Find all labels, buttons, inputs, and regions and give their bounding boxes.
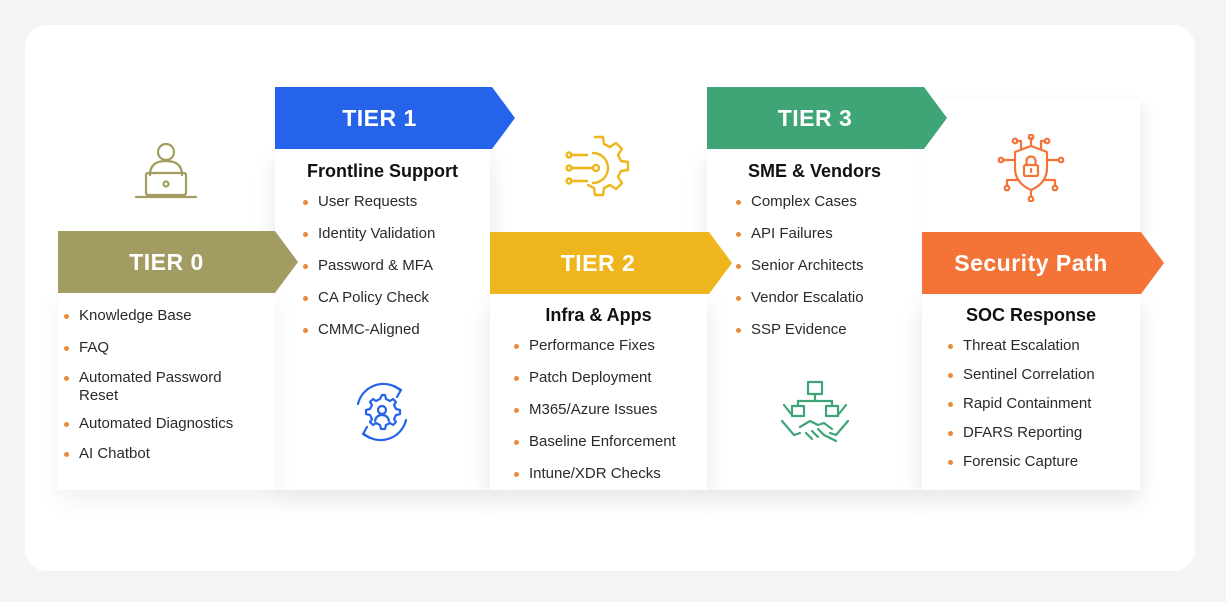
- list-item: CMMC-Aligned: [303, 321, 488, 339]
- list-item: Vendor Escalatio: [736, 289, 921, 307]
- handshake-network-icon: [780, 380, 850, 443]
- tier0-panel: [58, 292, 275, 490]
- tier3-list: Complex Cases API Failures Senior Archit…: [736, 193, 921, 339]
- list-item: Complex Cases: [736, 193, 921, 211]
- list-item: M365/Azure Issues: [514, 401, 704, 419]
- list-item: Patch Deployment: [514, 369, 704, 387]
- tier2-panel: [490, 294, 707, 490]
- list-item: Senior Architects: [736, 257, 921, 275]
- tier1-panel: [275, 150, 490, 490]
- list-item: Password & MFA: [303, 257, 488, 275]
- security-heading: SOC Response: [965, 305, 1097, 325]
- list-item: Baseline Enforcement: [514, 433, 704, 451]
- list-item: Sentinel Correlation: [948, 366, 1138, 384]
- security-banner: Security Path: [922, 232, 1164, 294]
- list-item: Automated Diagnostics: [64, 415, 264, 433]
- tier3-label: TIER 3: [777, 104, 853, 131]
- list-item: Threat Escalation: [948, 337, 1138, 355]
- list-item: Automated Password Reset: [64, 369, 244, 405]
- list-item: DFARS Reporting: [948, 424, 1138, 442]
- tier3-heading: SME & Vendors: [747, 161, 882, 181]
- list-item: Intune/XDR Checks: [514, 465, 704, 483]
- list-item: SSP Evidence: [736, 321, 921, 339]
- list-item: FAQ: [64, 339, 264, 357]
- tier2-list: Performance Fixes Patch Deployment M365/…: [514, 337, 704, 483]
- gear-circuit-icon: [565, 135, 630, 197]
- security-list: Threat Escalation Sentinel Correlation R…: [948, 337, 1138, 471]
- tier0-list: Knowledge Base FAQ Automated Password Re…: [64, 307, 264, 463]
- tier2-banner: TIER 2: [490, 232, 732, 294]
- list-item: User Requests: [303, 193, 488, 211]
- list-item: AI Chatbot: [64, 445, 264, 463]
- tier1-banner: TIER 1: [275, 87, 515, 149]
- list-item: Rapid Containment: [948, 395, 1138, 413]
- security-panel: [922, 294, 1140, 490]
- list-item: Identity Validation: [303, 225, 488, 243]
- list-item: API Failures: [736, 225, 921, 243]
- tier3-banner: TIER 3: [707, 87, 947, 149]
- tier0-label: TIER 0: [129, 248, 204, 275]
- list-item: CA Policy Check: [303, 289, 488, 307]
- security-label: Security Path: [954, 249, 1108, 276]
- laptop-user-icon: [134, 142, 198, 199]
- tier0-banner: TIER 0: [58, 231, 298, 293]
- tier1-label: TIER 1: [342, 104, 417, 131]
- list-item: Performance Fixes: [514, 337, 704, 355]
- tier1-heading: Frontline Support: [307, 161, 458, 181]
- tier2-heading: Infra & Apps: [545, 305, 652, 325]
- tier1-list: User Requests Identity Validation Passwo…: [303, 193, 488, 339]
- shield-lock-circuit-icon: [997, 134, 1065, 202]
- tier2-label: TIER 2: [560, 249, 636, 276]
- list-item: Forensic Capture: [948, 453, 1138, 471]
- list-item: Knowledge Base: [64, 307, 264, 325]
- gear-user-cycle-icon: [356, 382, 408, 442]
